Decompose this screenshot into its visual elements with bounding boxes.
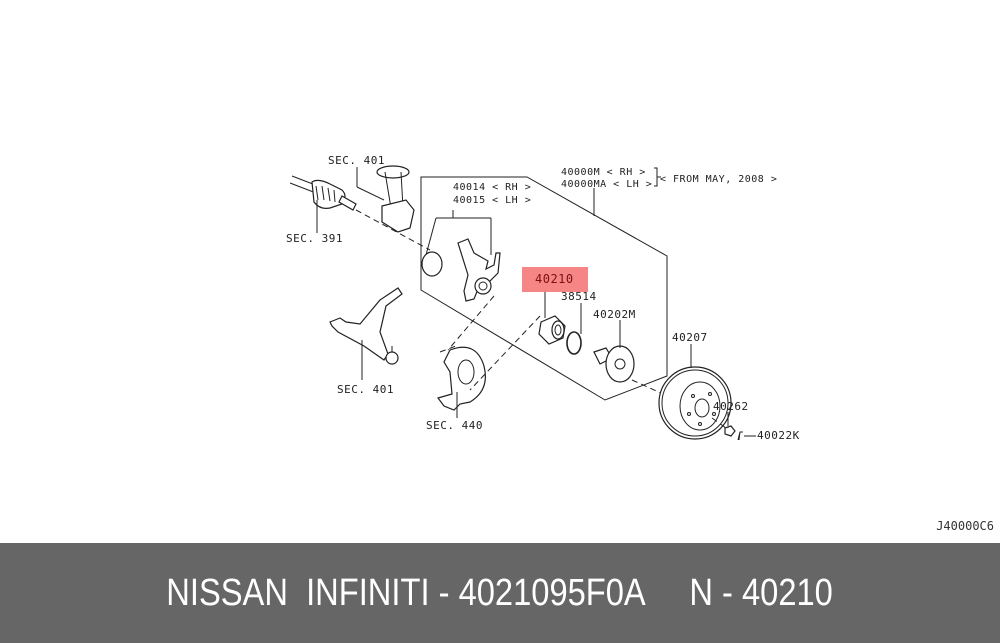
label-40022k[interactable]: 40022K: [757, 429, 800, 442]
label-sec-401-bottom[interactable]: SEC. 401: [337, 383, 394, 396]
footer-banner: NISSAN INFINITI - 4021095F0A N - 40210: [0, 543, 1000, 643]
part-label-40210[interactable]: 40210: [535, 272, 574, 286]
highlighted-part-box[interactable]: [522, 267, 588, 292]
diagram-code: J40000C6: [936, 519, 994, 533]
label-sec-401-top[interactable]: SEC. 401: [328, 154, 385, 167]
assembly-outline: [420, 176, 668, 401]
label-40000ma-lh[interactable]: 40000MA < LH >: [561, 179, 653, 190]
snap-ring: [566, 303, 582, 355]
brake-rotor: [658, 344, 732, 440]
parts-diagram: 40210 SEC. 401 SEC. 391 40014 < RH > 400…: [286, 154, 994, 534]
strut: [356, 165, 415, 233]
steering-knuckle: [421, 210, 501, 351]
drive-shaft: [289, 175, 431, 251]
label-40000m-rh[interactable]: 40000M < RH >: [561, 167, 646, 178]
label-40207[interactable]: 40207: [672, 331, 708, 344]
footer-part-title: NISSAN INFINITI - 4021095F0A N - 40210: [166, 571, 834, 614]
label-40015-lh[interactable]: 40015 < LH >: [453, 195, 532, 206]
lower-control-arm: [329, 287, 403, 380]
wheel-bearing: [469, 290, 566, 391]
wheel-hub: [593, 320, 673, 399]
label-from-may-2008: < FROM MAY, 2008 >: [660, 174, 778, 185]
label-38514[interactable]: 38514: [561, 290, 597, 303]
assembly-bracket: [654, 167, 661, 187]
splash-guard: [436, 345, 486, 418]
hardware: [711, 412, 756, 441]
label-40014-rh[interactable]: 40014 < RH >: [453, 182, 532, 193]
label-40202m[interactable]: 40202M: [593, 308, 636, 321]
label-sec-391[interactable]: SEC. 391: [286, 232, 343, 245]
exploded-view-drawing: [289, 165, 756, 441]
label-40262[interactable]: 40262: [713, 400, 749, 413]
label-sec-440[interactable]: SEC. 440: [426, 419, 483, 432]
